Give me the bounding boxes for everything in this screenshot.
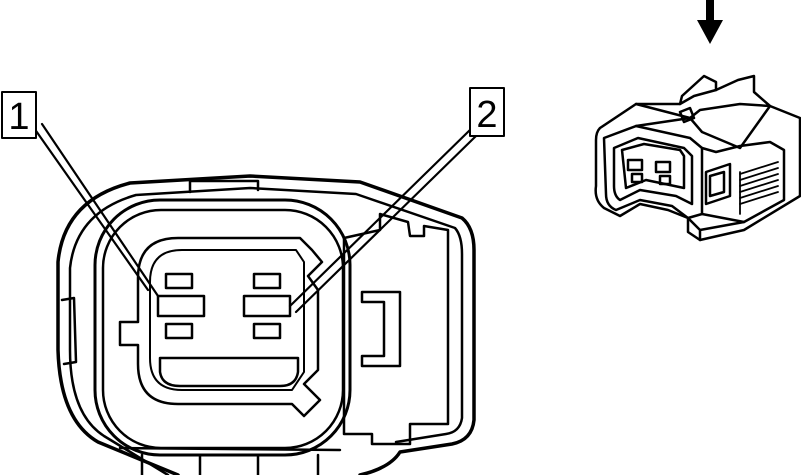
lock-housing <box>342 212 450 446</box>
terminal-2-lower <box>252 322 282 340</box>
iso-front-frame <box>602 124 704 220</box>
arrow-down-icon <box>697 0 723 44</box>
leader-1b <box>40 122 160 298</box>
iso-side-ribs <box>739 161 779 215</box>
iso-terminal-2 <box>654 160 672 174</box>
terminal-2-upper <box>252 272 282 290</box>
iso-lock-inner <box>708 170 726 198</box>
key-channel <box>158 356 300 388</box>
leader-1 <box>32 126 150 292</box>
iso-top-ridge <box>634 102 772 120</box>
iso-terminal-1 <box>626 158 644 172</box>
callout-2-box <box>469 87 505 137</box>
iso-cavity <box>620 142 686 190</box>
iso-bottom-edge <box>686 216 746 242</box>
callout-1-box <box>1 91 37 139</box>
iso-lock <box>704 162 732 206</box>
callout-leaders <box>32 122 478 314</box>
iso-terminal-3 <box>630 172 644 184</box>
terminal-2-main <box>242 294 292 318</box>
mating-face-inner <box>149 249 305 391</box>
terminal-1-lower <box>164 322 194 340</box>
terminal-bay-outer <box>93 198 352 457</box>
leader-2b <box>294 134 478 314</box>
callout-2-label: 2 <box>476 94 497 136</box>
left-side-rib <box>60 296 78 366</box>
iso-top-ridge-2 <box>678 88 718 106</box>
iso-terminal-4 <box>658 174 672 186</box>
connector-face-view <box>32 122 478 475</box>
iso-side-face <box>700 140 786 224</box>
terminal-1-upper <box>164 272 194 290</box>
connector-outer-shell <box>56 174 476 475</box>
terminals <box>156 272 292 340</box>
iso-body-outline <box>594 74 801 242</box>
top-latch-tab <box>188 179 260 194</box>
connector-shell-inner-outline <box>68 186 464 475</box>
callout-1: 1 <box>1 91 37 139</box>
mating-face <box>118 236 324 418</box>
lock-slot <box>360 290 402 368</box>
terminal-1-main <box>156 294 206 318</box>
callout-1-label: 1 <box>8 96 29 138</box>
iso-top-edge <box>634 104 772 150</box>
leader-2 <box>288 126 474 308</box>
callout-2: 2 <box>469 87 505 137</box>
iso-front-frame-inner <box>612 136 694 206</box>
connector-isometric-view <box>594 74 801 242</box>
